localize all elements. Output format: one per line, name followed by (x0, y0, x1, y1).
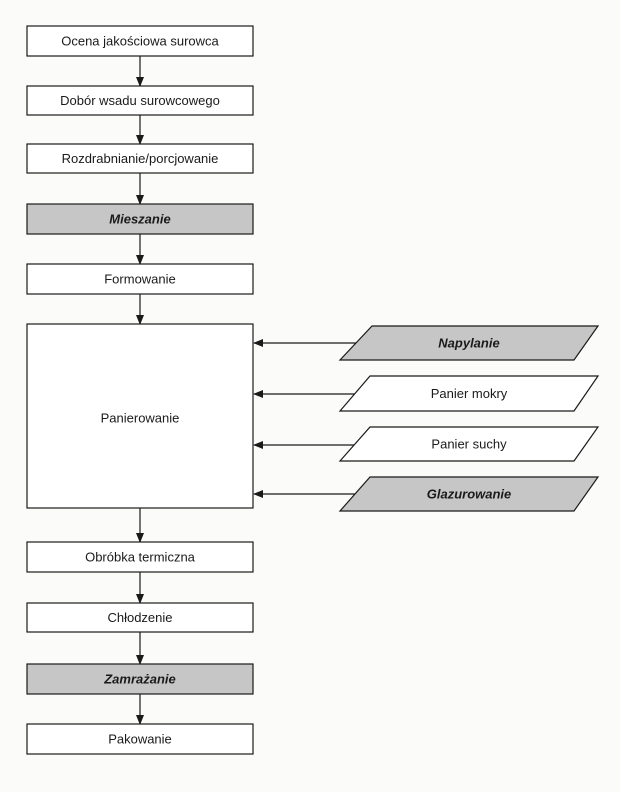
input-glazurowanie: Glazurowanie (338, 476, 600, 512)
step-box-highlighted (26, 203, 254, 235)
step-ocena: Ocena jakościowa surowca (26, 25, 254, 57)
step-mieszanie: Mieszanie (26, 203, 254, 235)
input-panier-mokry: Panier mokry (338, 375, 600, 412)
step-label: Ocena jakościowa surowca (61, 34, 219, 49)
step-panierowanie: Panierowanie (26, 323, 254, 509)
step-rozdrabnianie: Rozdrabnianie/porcjowanie (26, 143, 254, 174)
step-label: Obróbka termiczna (85, 550, 196, 565)
step-box (26, 541, 254, 573)
input-napylanie: Napylanie (338, 325, 600, 361)
step-box (26, 263, 254, 295)
step-label: Panierowanie (101, 411, 180, 426)
step-label: Chłodzenie (107, 610, 172, 625)
step-box (26, 25, 254, 57)
step-chlodzenie: Chłodzenie (26, 602, 254, 633)
step-label: Pakowanie (108, 732, 172, 747)
input-parallelogram (338, 375, 600, 412)
step-box-highlighted (26, 663, 254, 695)
step-label: Mieszanie (109, 212, 170, 227)
step-formowanie: Formowanie (26, 263, 254, 295)
input-label: Panier suchy (431, 437, 507, 452)
input-label: Panier mokry (431, 386, 508, 401)
step-box (26, 723, 254, 755)
input-panier-suchy: Panier suchy (338, 426, 600, 462)
step-pakowanie: Pakowanie (26, 723, 254, 755)
input-connectors (253, 339, 360, 498)
step-zamrazanie: Zamrażanie (26, 663, 254, 695)
step-label: Dobór wsadu surowcowego (60, 93, 220, 108)
input-parallelogram-highlighted (338, 476, 600, 512)
step-obrobka: Obróbka termiczna (26, 541, 254, 573)
step-box-large (26, 323, 254, 509)
input-parallelogram-highlighted (338, 325, 600, 361)
step-box (26, 602, 254, 633)
input-label: Glazurowanie (427, 487, 512, 502)
step-dobor: Dobór wsadu surowcowego (26, 85, 254, 116)
step-label: Formowanie (104, 272, 176, 287)
step-box (26, 85, 254, 116)
input-parallelogram (338, 426, 600, 462)
step-box (26, 143, 254, 174)
input-label: Napylanie (438, 336, 499, 351)
step-label: Rozdrabnianie/porcjowanie (62, 151, 219, 166)
step-label: Zamrażanie (103, 672, 176, 687)
